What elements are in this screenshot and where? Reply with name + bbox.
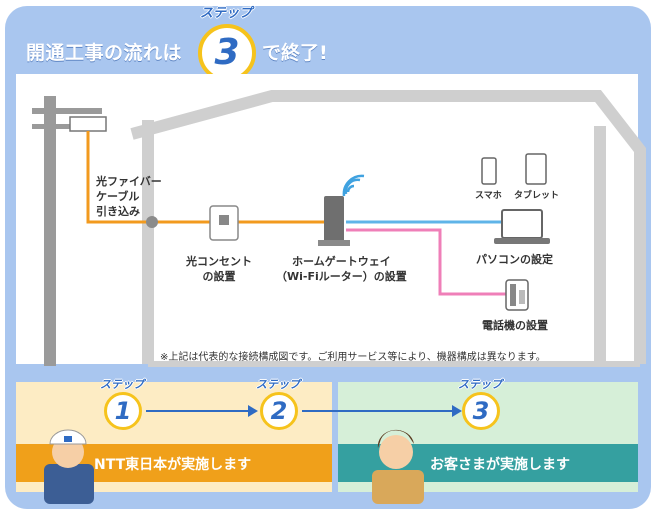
phone-cable-line bbox=[346, 228, 506, 296]
fiber-cable-line bbox=[86, 131, 330, 224]
tablet-icon bbox=[525, 153, 547, 185]
fiber-label: 光ファイバー ケーブル 引き込み bbox=[96, 175, 162, 218]
smartphone-icon bbox=[481, 157, 497, 185]
header-step-number: 3 bbox=[214, 32, 240, 73]
arrow-head-icon bbox=[248, 405, 258, 417]
telephone-icon bbox=[505, 279, 529, 311]
diagram-note: ※上記は代表的な接続構成図です。ご利用サービス等により、機器構成は異なります。 bbox=[160, 352, 546, 363]
step3-badge: 3 bbox=[462, 392, 500, 430]
ntt-bar-text: NTT東日本が実施します bbox=[94, 457, 252, 473]
gateway-label: ホームゲートウェイ （Wi-Fiルーター）の設置 bbox=[276, 255, 407, 283]
pc-label: パソコンの設定 bbox=[476, 253, 553, 266]
header-title-end: で終了! bbox=[262, 42, 328, 64]
utility-pole-icon bbox=[32, 96, 107, 366]
house-roof bbox=[130, 90, 646, 364]
phone-label: 電話機の設置 bbox=[482, 319, 548, 332]
customer-bar-text: お客さまが実施します bbox=[430, 457, 570, 473]
wifi-icon bbox=[342, 174, 365, 197]
ntt-worker-icon bbox=[44, 429, 94, 504]
customer-person-icon bbox=[372, 429, 424, 504]
arrow-head-icon bbox=[452, 405, 462, 417]
wall-entry-point-icon bbox=[146, 216, 158, 228]
step2-badge: 2 bbox=[260, 392, 298, 430]
outlet-label: 光コンセント の設置 bbox=[186, 255, 252, 283]
step2-number: 2 bbox=[270, 397, 288, 425]
header-step-word: ステップ bbox=[200, 6, 253, 21]
header-title: 開通工事の流れは bbox=[26, 42, 183, 64]
step1-badge: 1 bbox=[104, 392, 142, 430]
smartphone-label: スマホ bbox=[475, 191, 502, 201]
step1-word: ステップ bbox=[100, 378, 144, 391]
laptop-icon bbox=[494, 209, 550, 244]
step1-number: 1 bbox=[114, 397, 132, 425]
step2-word: ステップ bbox=[256, 378, 300, 391]
optical-outlet-icon bbox=[209, 205, 239, 241]
step3-word: ステップ bbox=[458, 378, 502, 391]
step3-number: 3 bbox=[472, 397, 490, 425]
home-gateway-icon bbox=[318, 196, 350, 246]
tablet-label: タブレット bbox=[514, 191, 560, 201]
